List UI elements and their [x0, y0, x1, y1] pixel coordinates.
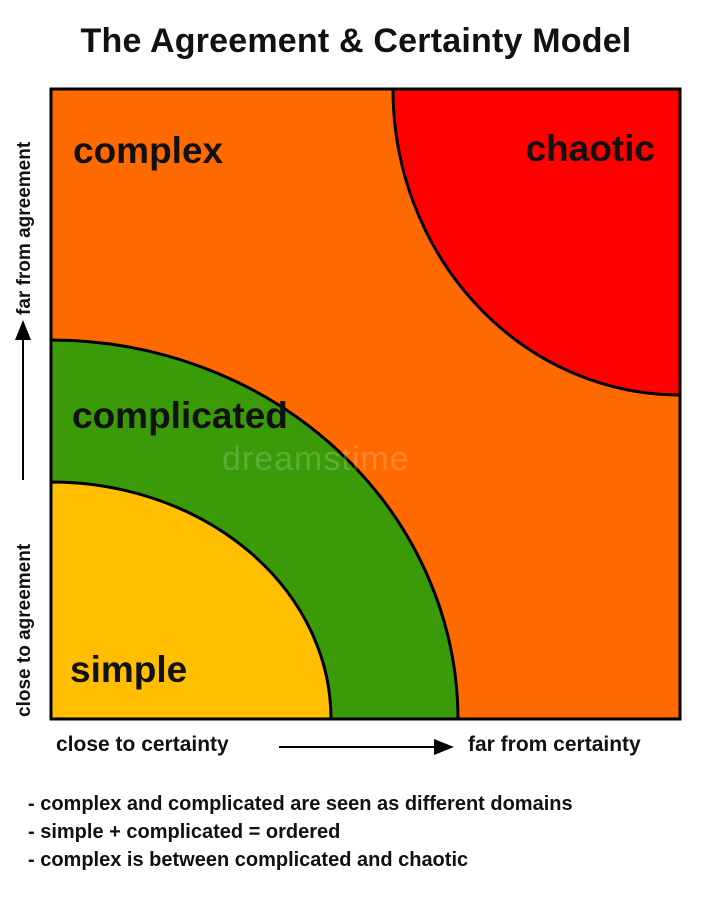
note-item: - complex and complicated are seen as di…: [28, 793, 573, 815]
note-item: - complex is between complicated and cha…: [28, 849, 469, 871]
complex-label: complex: [73, 130, 224, 171]
diagram-title: The Agreement & Certainty Model: [80, 22, 632, 60]
plot-border: [49, 87, 682, 721]
note-item: - simple + complicated = ordered: [28, 821, 341, 843]
simple-label: simple: [70, 649, 187, 690]
chaotic-label: chaotic: [525, 128, 655, 169]
y-axis-far-label: far from agreement: [14, 141, 35, 315]
complicated-label: complicated: [72, 395, 288, 436]
simple-region: [51, 480, 333, 719]
notes-list: - complex and complicated are seen as di…: [28, 790, 573, 874]
chaotic-region: [391, 89, 680, 397]
x-axis-close-label: close to certainty: [56, 733, 229, 756]
x-axis-far-label: far from certainty: [468, 733, 641, 756]
y-axis-close-label: close to agreement: [14, 543, 35, 717]
